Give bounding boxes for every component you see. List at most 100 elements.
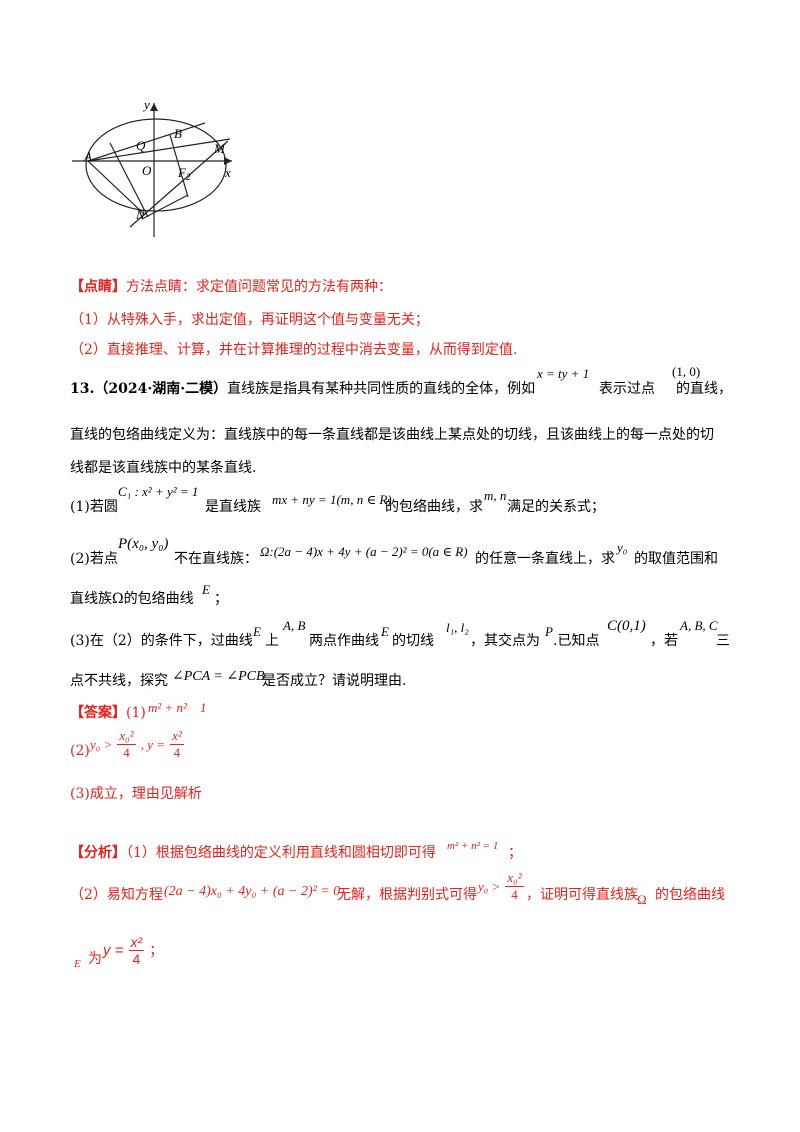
answer-2-den-2: 4: [173, 745, 181, 760]
part-2-point: P(x₀, y₀): [118, 536, 169, 552]
part-3-h: 三: [716, 633, 730, 649]
analysis-2-equation: (2a − 4)x₀ + 4y₀ + (a − 2)² = 0: [164, 884, 341, 899]
analysis-line-1: 【分析】（1）根据包络曲线的定义利用直线和圆相切即可得: [70, 842, 436, 862]
analysis-2-b: 无解，根据判别式可得: [337, 887, 477, 903]
part-1-circle: C₁ : x² + y² = 1: [118, 484, 199, 499]
part-2-var: y₀: [617, 540, 628, 555]
part-2-family: Ω:(2a − 4)x + 4y + (a − 2)² = 0(a ∈ R): [260, 544, 468, 559]
tip-line-2: （1）从特殊入手，求出定值，再证明这个值与变量无关；: [70, 312, 429, 328]
part-3-e: ，其交点为: [470, 633, 540, 649]
analysis-1-equation: m² + n² = 1: [447, 840, 499, 852]
answer-1-equation: m² + n² 1: [148, 700, 207, 715]
part-3-lines: l₁, l₂: [446, 620, 469, 635]
label-B: B: [174, 126, 182, 141]
intro-text-c: 的直线，: [676, 381, 732, 397]
tip-line-1: 【点睛】方法点睛：求定值问题常见的方法有两种：: [70, 276, 392, 296]
analysis-1-end: ；: [508, 845, 522, 861]
analysis-3-E: E: [74, 958, 81, 970]
part-3-c: 两点作曲线: [309, 633, 379, 649]
part-2-E: E: [202, 582, 210, 597]
analysis-2-c: ，证明可得直线族: [526, 887, 638, 903]
part-3-line-2b: 是否成立？请说明理由.: [262, 673, 407, 689]
label-M: M: [213, 141, 226, 156]
part-1-b: 是直线族: [205, 499, 261, 515]
label-y: y: [142, 97, 150, 112]
part-3-d: 的切线: [392, 633, 434, 649]
problem-source: （2024·湖南·二模）: [94, 381, 228, 397]
intro-equation: x = ty + 1: [537, 366, 590, 381]
analysis-text-1: （1）根据包络曲线的定义利用直线和圆相切即可得: [126, 845, 436, 861]
analysis-3-eq: y =: [103, 942, 124, 959]
part-3-ABC: A, B, C: [680, 618, 718, 633]
part-3-f: .已知点: [553, 633, 600, 649]
part-2-end: ；: [214, 591, 228, 607]
analysis-2-num: x₀²: [505, 870, 524, 887]
part-3-E: E: [253, 624, 261, 639]
label-A: A: [83, 149, 92, 164]
tip-text-1: 方法点睛：求定值问题常见的方法有两种：: [126, 279, 392, 295]
analysis-3-den: 4: [132, 951, 141, 967]
answer-2-den-1: 4: [123, 745, 130, 760]
analysis-3-num: x²: [128, 934, 145, 951]
label-Q: Q: [136, 138, 146, 153]
part-3-C: C(0,1): [607, 618, 646, 634]
tip-line-3: （2）直接推理、计算，并在计算推理的过程中消去变量，从而得到定值.: [70, 342, 518, 358]
answer-tag: 【答案】: [70, 705, 126, 721]
answer-2-left: y₀ >: [90, 737, 113, 752]
analysis-2-den: 4: [511, 887, 518, 902]
label-O: O: [142, 163, 152, 178]
intro-text-a: 直线族是指具有某种共同性质的直线的全体，例如: [227, 381, 536, 397]
label-N: N: [135, 207, 146, 222]
answer-2-mid: , y =: [140, 737, 165, 752]
part-3-a: (3)在（2）的条件下，过曲线: [70, 633, 253, 649]
part-3-line-2a: 点不共线，探究: [70, 673, 168, 689]
part-3-g: ，若: [650, 633, 678, 649]
tip-tag: 【点睛】: [70, 279, 126, 295]
problem-number: 13.: [70, 381, 95, 397]
analysis-2-ineq-left: y₀ >: [478, 879, 501, 894]
ellipse-curve: [85, 118, 227, 212]
label-x: x: [224, 165, 231, 180]
analysis-3-end: ；: [149, 943, 164, 959]
part-2-a: (2)若点: [70, 551, 118, 567]
answer-2-prefix: (2): [70, 743, 90, 759]
part-2-line-2: 直线族Ω的包络曲线: [70, 588, 194, 608]
intro-text-b: 表示过点: [599, 381, 655, 397]
analysis-3-a: 为: [88, 951, 102, 967]
part-1-family: mx + ny = 1(m, n ∈ R): [272, 492, 392, 507]
part-1-d: 满足的关系式；: [507, 499, 605, 515]
part-1-c: 的包络曲线，求: [385, 499, 483, 515]
answer-2-num-1: x₀²: [117, 728, 136, 745]
part-2-envelope-text: 直线族Ω的包络曲线: [70, 591, 194, 607]
part-1-a: (1)若圆: [70, 499, 118, 515]
part-3-AB: A, B: [283, 618, 306, 633]
answer-1-prefix: (1): [126, 705, 146, 721]
part-1-vars: m, n: [484, 488, 507, 503]
problem-line-2: 直线的包络曲线定义为：直线族中的每一条直线都是该曲线上某点处的切线，且该曲线上的…: [70, 427, 714, 443]
analysis-2-omega: Ω: [637, 892, 647, 907]
analysis-2-d: 的包络曲线: [655, 887, 725, 903]
part-3-P: P: [545, 624, 553, 639]
problem-line-1: 13.（2024·湖南·二模）直线族是指具有某种共同性质的直线的全体，例如: [70, 378, 535, 398]
label-F2: F2: [177, 165, 191, 182]
part-3-b: 上: [265, 633, 279, 649]
problem-line-3: 线都是该直线族中的某条直线.: [70, 460, 257, 476]
intro-point: (1, 0): [672, 364, 701, 379]
part-2-c: 的任意一条直线上，求: [475, 551, 615, 567]
analysis-tag: 【分析】: [70, 845, 126, 861]
ellipse-figure: y x A B Q O M F2 N: [72, 97, 232, 237]
answer-2-num-2: x²: [170, 728, 184, 745]
part-3-angle: ∠PCA = ∠PCB: [172, 669, 265, 684]
analysis-2-a: （2）易知方程: [70, 887, 163, 903]
part-2-d: 的取值范围和: [634, 551, 718, 567]
answer-line-1: 【答案】(1): [70, 702, 146, 722]
part-3-E2: E: [381, 624, 389, 639]
answer-3: (3)成立，理由见解析: [70, 786, 202, 802]
